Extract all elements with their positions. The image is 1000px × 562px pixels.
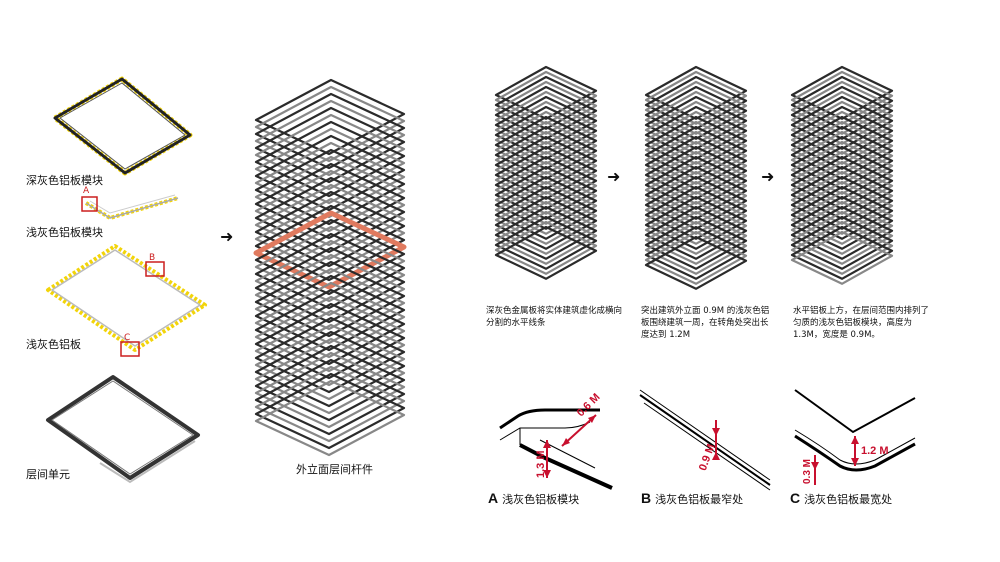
floor-ring <box>644 210 748 265</box>
marker-box-b <box>145 261 165 277</box>
marker-letter-a: A <box>83 186 90 196</box>
detail-b-letter: B <box>641 490 652 506</box>
stage-1-text: 深灰色金属板将实体建筑虚化成横向分割的水平线条 <box>486 306 623 328</box>
detail-c-dim-thickness: 0.3 M <box>802 458 813 484</box>
label-light-gray-module: 浅灰色铝板模块 <box>26 226 103 239</box>
floor-ring <box>644 230 748 285</box>
floor-ring <box>254 372 406 450</box>
arrow-icon: ➜ <box>220 227 234 246</box>
detail-a-letter: A <box>488 490 499 506</box>
marker-letter-c: C <box>124 333 131 343</box>
floor-unit-frame <box>46 375 200 484</box>
center-caption: 外立面层间杆件 <box>296 463 373 476</box>
stage-2-text: 突出建筑外立面 0.9M 的浅灰色铝板围绕建筑一周，在转角处突出长度达到 1.2… <box>641 306 770 340</box>
stage-3-tower <box>790 65 894 285</box>
marker-box-a <box>81 196 98 212</box>
floor-ring <box>494 225 598 280</box>
floor-ring <box>790 205 894 260</box>
floor-ring <box>790 220 894 275</box>
floor-ring <box>494 195 598 250</box>
label-floor-unit: 层间单元 <box>26 468 70 481</box>
light-gray-panel-frame <box>46 244 207 352</box>
floor-ring <box>790 210 894 265</box>
floor-ring <box>790 215 894 270</box>
floor-ring <box>644 220 748 275</box>
label-light-gray-panel: 浅灰色铝板 <box>26 338 81 351</box>
detail-a-drawing <box>499 408 613 490</box>
floor-ring <box>254 365 406 443</box>
detail-c-drawing <box>794 389 916 485</box>
floor-ring <box>254 358 406 436</box>
arrow-icon: ➜ <box>607 167 621 186</box>
arrow-icon: ➜ <box>761 167 775 186</box>
floor-ring <box>254 344 406 422</box>
detail-c-letter: C <box>790 490 801 506</box>
floor-ring <box>644 235 748 290</box>
floor-ring <box>644 205 748 260</box>
floor-ring <box>494 215 598 270</box>
stage-3-text: 水平铝板上方，在层间范围内排列了匀质的浅灰色铝板模块，高度为 1.3M，宽度是 … <box>793 306 930 340</box>
detail-b-title: 浅灰色铝板最窄处 <box>655 493 744 506</box>
tower-isometric-drawing <box>253 78 407 457</box>
detail-c-dim-depth: 1.2 M <box>861 445 889 457</box>
marker-box-c <box>120 341 140 357</box>
detail-c-title: 浅灰色铝板最宽处 <box>804 493 893 506</box>
floor-ring <box>790 230 894 285</box>
floor-ring <box>494 200 598 255</box>
detail-a-dim-height: 1.3 M <box>535 450 547 478</box>
detail-b-drawing <box>639 389 771 491</box>
dark-gray-module-frame <box>52 76 193 176</box>
floor-ring <box>494 220 598 275</box>
stage-1-tower <box>494 65 598 280</box>
stage-2-tower <box>644 65 748 290</box>
floor-ring <box>494 205 598 260</box>
label-dark-gray-module: 深灰色铝板模块 <box>26 174 103 187</box>
floor-ring <box>254 379 406 457</box>
floor-ring <box>644 215 748 270</box>
floor-ring <box>790 200 894 255</box>
floor-ring <box>790 225 894 280</box>
floor-ring <box>494 210 598 265</box>
floor-ring <box>254 337 406 415</box>
light-gray-module-frame <box>84 194 179 221</box>
floor-ring <box>254 351 406 429</box>
floor-ring <box>644 225 748 280</box>
detail-a-title: 浅灰色铝板模块 <box>502 493 580 506</box>
marker-letter-b: B <box>149 253 156 263</box>
